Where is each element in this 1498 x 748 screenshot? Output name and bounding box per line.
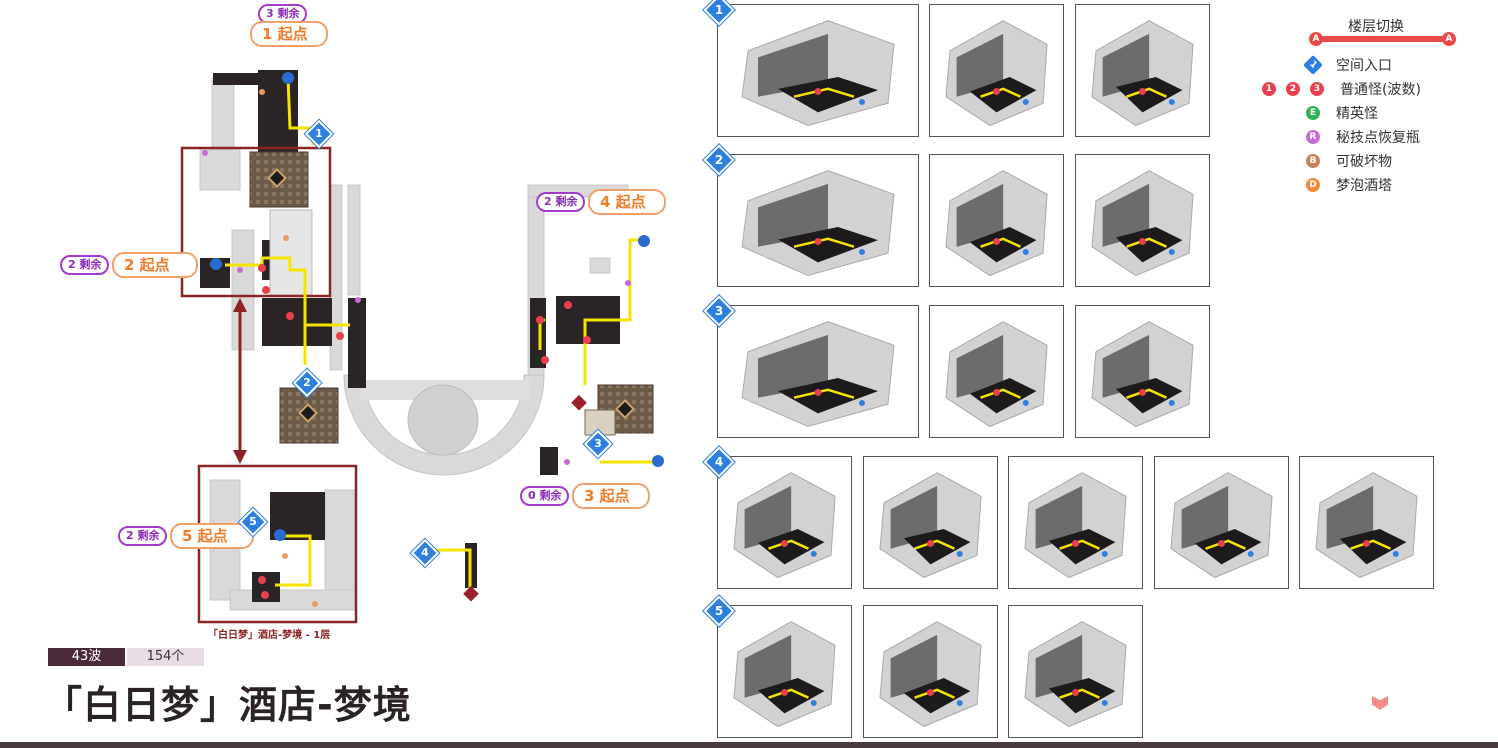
floor-view-4-5 bbox=[1299, 456, 1434, 589]
floor-view-3-2 bbox=[929, 305, 1064, 438]
floor-view-4-4 bbox=[1154, 456, 1289, 589]
floor-view-1-1 bbox=[717, 4, 919, 137]
breakable-icon: B bbox=[1306, 154, 1320, 168]
bottom-divider bbox=[0, 742, 1498, 748]
floor-view-3-1 bbox=[717, 305, 919, 438]
corner-logo bbox=[1372, 696, 1388, 710]
normal-enemy-icon: 2 bbox=[1286, 82, 1300, 96]
remaining-badge-2: 2 剩余 bbox=[60, 255, 110, 275]
entrance-icon: 1 bbox=[1303, 55, 1323, 75]
floor-view-2-1 bbox=[717, 154, 919, 287]
floor-label: 「白日梦」酒店-梦境 - 1层 bbox=[208, 630, 331, 641]
start-point-3[interactable]: 3 起点 bbox=[572, 483, 650, 509]
floor-view-5-3 bbox=[1008, 605, 1143, 738]
floor-view-2-2 bbox=[929, 154, 1064, 287]
elite-enemy-icon: E bbox=[1306, 106, 1320, 120]
enemy-count: 154个 bbox=[127, 648, 204, 666]
start-point-4[interactable]: 4 起点 bbox=[588, 189, 666, 215]
floor-view-4-3 bbox=[1008, 456, 1143, 589]
floor-view-4-2 bbox=[863, 456, 998, 589]
floor-view-3-3 bbox=[1075, 305, 1210, 438]
start-point-2[interactable]: 2 起点 bbox=[112, 252, 198, 278]
start-point-5[interactable]: 5 起点 bbox=[170, 523, 254, 549]
technique-bottle-icon: R bbox=[1306, 130, 1320, 144]
floor-view-4-1 bbox=[717, 456, 852, 589]
dream-bubble-icon: D bbox=[1306, 178, 1320, 192]
hotel-dream-map bbox=[180, 70, 664, 624]
remaining-badge-5: 2 剩余 bbox=[118, 526, 168, 546]
start-point-1[interactable]: 1 起点 bbox=[250, 21, 328, 47]
floor-switch-right[interactable]: A bbox=[1442, 32, 1456, 46]
floor-view-5-2 bbox=[863, 605, 998, 738]
floor-switch-left[interactable]: A bbox=[1309, 32, 1323, 46]
floor-view-5-1 bbox=[717, 605, 852, 738]
floor-view-2-3 bbox=[1075, 154, 1210, 287]
waves-count: 43波 bbox=[48, 648, 125, 666]
page-title: 「白日梦」酒店-梦境 bbox=[44, 683, 412, 727]
normal-enemy-icon: 1 bbox=[1262, 82, 1276, 96]
floor-switch-slider[interactable] bbox=[1316, 36, 1448, 42]
floor-view-1-3 bbox=[1075, 4, 1210, 137]
remaining-badge-4: 2 剩余 bbox=[536, 192, 586, 212]
remaining-badge-3: 0 剩余 bbox=[520, 486, 570, 506]
normal-enemy-icon: 3 bbox=[1310, 82, 1324, 96]
floor-view-1-2 bbox=[929, 4, 1064, 137]
floor-switch-label: 楼层切换 bbox=[1348, 19, 1404, 35]
